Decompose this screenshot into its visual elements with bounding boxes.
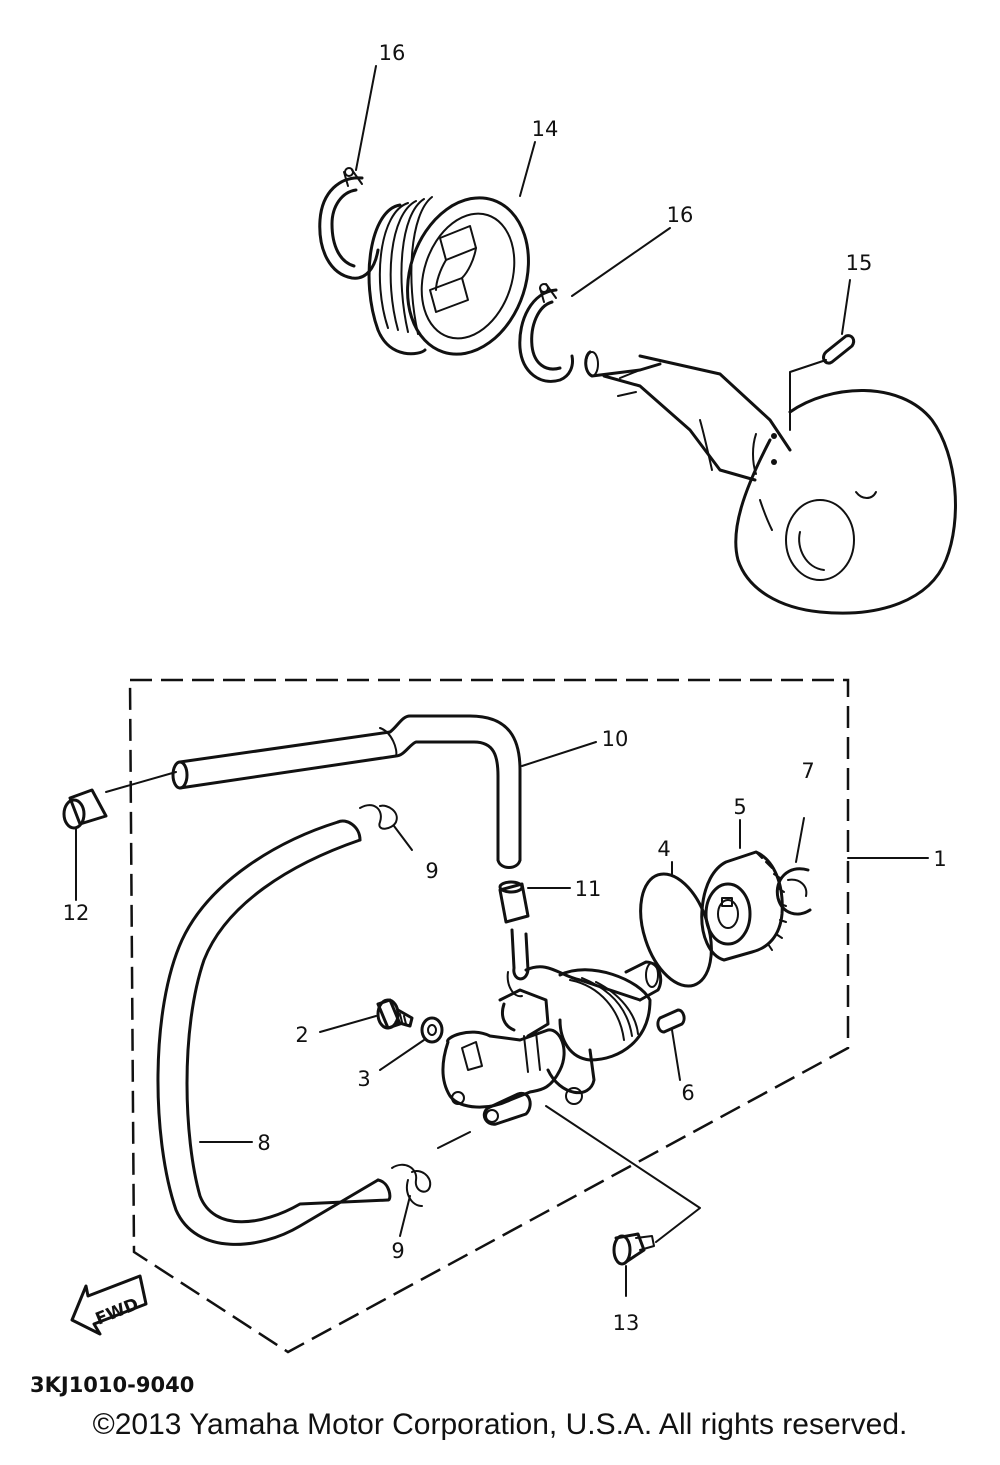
fwd-arrow-label: FWD: [93, 1294, 142, 1329]
label-16-top: 16: [379, 41, 406, 65]
oil-pump-body: [441, 928, 663, 1126]
pin-6: [656, 1008, 686, 1081]
label-1: 1: [933, 847, 946, 871]
label-4: 4: [657, 837, 670, 861]
leader-15: [841, 279, 851, 335]
label-10: 10: [602, 727, 629, 751]
label-3: 3: [357, 1067, 370, 1091]
fitting-12: [62, 771, 177, 830]
hose-clamp-9-top: [359, 804, 413, 851]
copyright-notice: ©2013 Yamaha Motor Corporation, U.S.A. A…: [92, 1408, 908, 1441]
label-11: 11: [575, 877, 602, 901]
screw-13: [612, 1232, 655, 1297]
circlip-16-right: [518, 283, 574, 383]
label-5: 5: [733, 795, 746, 819]
hose-clamp-9-bottom: [391, 1163, 432, 1237]
label-16-right: 16: [667, 203, 694, 227]
leader-16-top: [355, 65, 377, 171]
label-2: 2: [295, 1023, 308, 1047]
fitting-11: [498, 880, 571, 924]
kit-boundary: [128, 678, 850, 1354]
leader-14: [519, 141, 536, 197]
label-13: 13: [613, 1311, 640, 1335]
leader-8-clamp: [437, 1131, 471, 1149]
label-15: 15: [846, 251, 873, 275]
pulley-14: [367, 196, 530, 356]
label-14: 14: [532, 117, 559, 141]
label-9-bottom: 9: [391, 1239, 404, 1263]
label-8: 8: [257, 1131, 270, 1155]
hose-10: [171, 714, 522, 869]
bolt-2: [319, 998, 414, 1033]
leader-16-right: [571, 227, 671, 297]
diagram-code: 3KJ1010-9040: [30, 1373, 194, 1397]
washer-3: [379, 1016, 444, 1071]
label-9-top: 9: [425, 859, 438, 883]
fwd-arrow: FWD: [70, 1274, 148, 1336]
clip-7: [775, 817, 812, 916]
label-6: 6: [681, 1081, 694, 1105]
gear-5: [700, 819, 787, 962]
label-12: 12: [63, 901, 90, 925]
leader-13: [545, 1105, 701, 1243]
hose-8: [156, 819, 392, 1246]
shaft-housing: [584, 350, 957, 615]
leader-10: [521, 741, 597, 767]
label-7: 7: [801, 759, 814, 783]
pin-15: [789, 334, 856, 431]
